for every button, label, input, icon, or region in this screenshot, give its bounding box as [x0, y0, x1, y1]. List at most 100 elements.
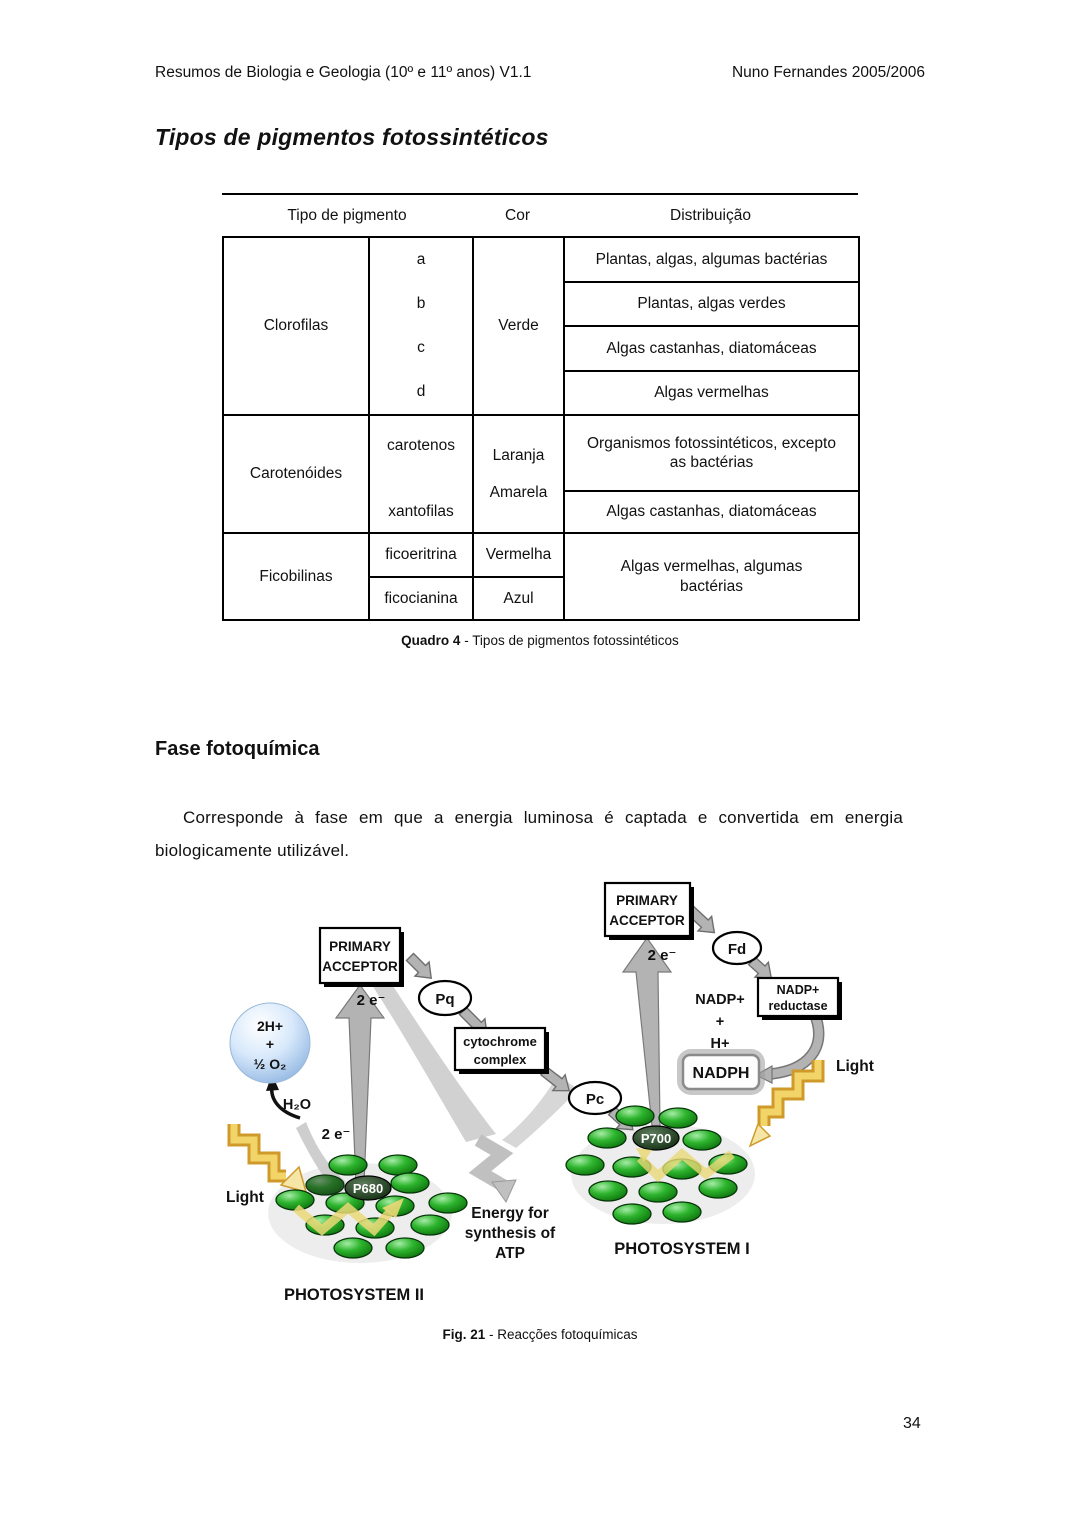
chlorophyll-oval: [428, 1192, 468, 1214]
chlorophyll-oval: [587, 1127, 627, 1149]
table-top-rule: [222, 193, 858, 195]
pc-label: Pc: [586, 1091, 604, 1108]
chlorophyll-oval: [588, 1180, 628, 1202]
sub-pigment: a: [416, 251, 426, 269]
pq-node: Pq: [417, 979, 473, 1017]
cell-cor: Azul: [472, 577, 564, 620]
cell-clorofilas-cor: Verde: [472, 237, 564, 416]
reductase-label: reductase: [768, 999, 827, 1013]
ps2-electron-arrow: [334, 983, 386, 1185]
table-row: Carotenóides carotenos xantofilas Laranj…: [223, 415, 859, 534]
cell-dist: Algas vermelhas, algumas bactérias: [563, 533, 859, 620]
fd-label: Fd: [728, 941, 746, 958]
chlorophyll-oval: [390, 1172, 430, 1194]
page-title: Tipos de pigmentos fotossintéticos: [155, 124, 549, 150]
cell-group-clorofilas: Clorofilas: [223, 237, 369, 416]
nadph-label: NADPH: [693, 1065, 750, 1082]
cell-sub: ficocianina: [368, 577, 473, 620]
electrons-label-water: 2 e⁻: [322, 1126, 351, 1143]
figure-caption-label: Fig. 21: [442, 1327, 486, 1342]
primary-acceptor-label: ACCEPTOR: [322, 959, 398, 974]
figure-caption: Fig. 21 - Reacções fotoquímicas: [0, 1327, 1080, 1342]
primary-acceptor-box-ps1: PRIMARY ACCEPTOR: [603, 881, 694, 940]
electrons-label-ps2: 2 e⁻: [357, 992, 386, 1009]
light-zigzag-left: [230, 1124, 286, 1180]
hplus-label: H+: [711, 1036, 730, 1052]
table-caption: Quadro 4 - Tipos de pigmentos fotossinté…: [222, 633, 858, 648]
oxygen-sphere: [229, 1002, 311, 1084]
chlorophyll-oval: [410, 1214, 450, 1236]
primary-acceptor-label: ACCEPTOR: [609, 913, 685, 928]
water-label: H₂O: [283, 1097, 311, 1113]
chlorophyll-oval: [612, 1203, 652, 1225]
table-row: ficocianina Azul: [223, 577, 859, 620]
pq-label: Pq: [435, 991, 454, 1008]
table-row: Plantas, algas verdes: [223, 281, 859, 327]
header-right: Nuno Fernandes 2005/2006: [731, 64, 925, 81]
figure-caption-text: - Reacções fotoquímicas: [485, 1327, 638, 1342]
sub-pigment: carotenos: [386, 437, 456, 454]
nadph-box: NADPH: [677, 1049, 765, 1095]
table-row: Algas castanhas, diatomáceas: [223, 326, 859, 372]
cell-carotenoides-subs: carotenos xantofilas: [368, 415, 473, 534]
page-number: 34: [903, 1415, 921, 1432]
cytochrome-label: cytochrome: [463, 1034, 537, 1049]
chlorophyll-oval: [328, 1154, 368, 1176]
plus-label: +: [716, 1014, 724, 1030]
sub-pigment: xantofilas: [388, 502, 454, 520]
sub-pigment: c: [417, 339, 425, 357]
chlorophyll-oval: [658, 1107, 698, 1129]
photosystem2-label: PHOTOSYSTEM II: [284, 1286, 424, 1304]
photochemical-reactions-svg: 2H+ + ½ O₂: [226, 881, 874, 1304]
chlorophyll-oval: [378, 1154, 418, 1176]
figure-diagram: 2H+ + ½ O₂: [220, 878, 880, 1316]
light-label-left: Light: [226, 1189, 264, 1206]
cell-clorofilas-subs: a b c d: [368, 237, 473, 416]
table-row: Algas vermelhas: [223, 370, 859, 416]
col-header-dist: Distribuição: [670, 206, 751, 224]
energy-label: ATP: [495, 1245, 525, 1262]
nadp-label: NADP+: [695, 992, 745, 1008]
table-caption-label: Quadro 4: [401, 633, 461, 648]
primary-acceptor-label: PRIMARY: [616, 893, 678, 908]
table-row: Clorofilas a b c d Verde Plantas, algas,…: [223, 237, 859, 416]
sub-pigment: b: [416, 295, 426, 313]
cell-dist: Plantas, algas, algumas bactérias: [563, 237, 859, 283]
pc-node: Pc: [567, 1080, 623, 1116]
cell-dist: Organismos fotossintéticos, excepto as b…: [563, 415, 859, 493]
table-row: Ficobilinas ficoeritrina Vermelha Algas …: [223, 533, 859, 620]
electrons-label-ps1: 2 e⁻: [648, 947, 677, 964]
chlorophyll-oval: [333, 1237, 373, 1259]
chlorophyll-oval: [682, 1129, 722, 1151]
p680-reaction-center: [344, 1175, 392, 1201]
arrow-acceptor-to-pq: [405, 952, 433, 980]
chlorophyll-oval: [565, 1154, 605, 1176]
chlorophyll-oval: [662, 1201, 702, 1223]
light-zigzag-left-head: [279, 1165, 308, 1194]
nadp-reductase-box: NADP+ reductase: [756, 976, 842, 1020]
cell-group-carotenoides: Carotenóides: [223, 415, 369, 534]
ps2-internal-zigzag-head: [382, 1198, 404, 1218]
pigment-table-body: Clorofilas a b c d Verde Plantas, algas,…: [222, 236, 860, 621]
chlorophyll-oval-shaded: [306, 1175, 344, 1195]
cell-carotenoides-cor: Laranja Amarela: [472, 415, 564, 534]
reductase-label: NADP+: [777, 983, 820, 997]
cell-dist: Plantas, algas verdes: [563, 281, 859, 327]
ps2-internal-zigzag: [293, 1202, 394, 1237]
oxygen-o2: ½ O₂: [254, 1056, 287, 1072]
cor-value: Laranja: [492, 447, 545, 465]
ps1-internal-zigzag-head: [636, 1148, 652, 1162]
p700-reaction-center: [632, 1125, 680, 1151]
light-zigzag-right: [760, 1060, 822, 1126]
light-label-right: Light: [836, 1058, 874, 1075]
energy-funnel: [502, 1074, 578, 1148]
cell-dist: Algas castanhas, diatomáceas: [563, 326, 859, 372]
energy-funnel: [366, 966, 496, 1142]
light-zigzag-left-outline: [227, 1124, 286, 1183]
cell-dist: Algas vermelhas: [563, 370, 859, 416]
col-header-cor: Cor: [505, 206, 530, 224]
energy-label: Energy for: [471, 1205, 549, 1222]
primary-acceptor-label: PRIMARY: [329, 939, 391, 954]
ps1-electron-arrow: [621, 936, 673, 1127]
fd-node: Fd: [711, 930, 763, 966]
